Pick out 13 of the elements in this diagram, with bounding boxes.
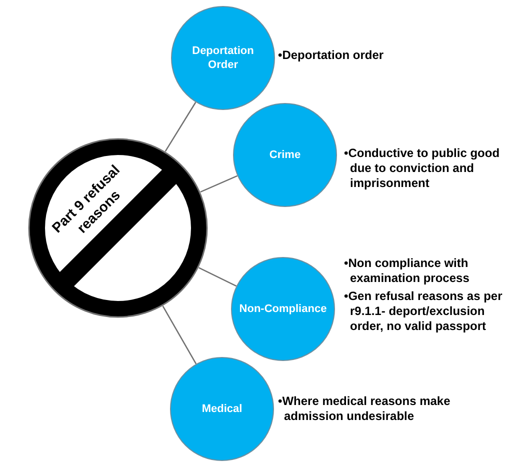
node-label: Non-Compliance: [238, 302, 328, 316]
node-label: Deportation Order: [191, 44, 255, 72]
bullet-text: •Gen refusal reasons as per r9.1.1- deport/exclusion order, no valid passport: [344, 289, 504, 334]
connector-line: [200, 175, 238, 193]
connector-line: [198, 267, 237, 287]
node-label: Medical: [200, 402, 244, 416]
connector-line: [162, 306, 197, 364]
node-label: Crime: [268, 148, 302, 162]
bullet-text: •Where medical reasons make admission undesirable: [278, 394, 452, 424]
bullet-text: •Deportation order: [278, 48, 385, 63]
connector-line: [164, 102, 196, 152]
bullet-text: •Conductive to public good due to conviction and imprisonment: [344, 146, 501, 191]
bullet-text: •Non compliance with examination process: [344, 256, 470, 286]
